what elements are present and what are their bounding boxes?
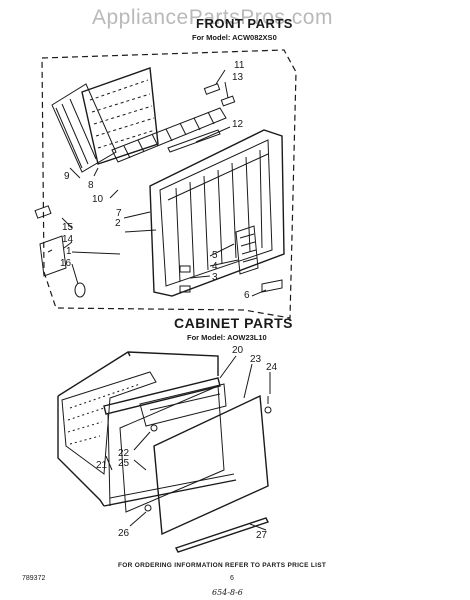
small-bracket: [34, 205, 52, 219]
control-plate: [39, 235, 67, 277]
callout-1: 1: [66, 246, 72, 257]
callout-8: 8: [88, 180, 94, 191]
callout-21: 21: [96, 460, 108, 471]
foam-filter: [81, 67, 159, 165]
callout-2: 2: [115, 218, 121, 229]
screw: [144, 504, 152, 512]
doc-number: 789372: [22, 575, 46, 582]
thermostat-part: [74, 282, 86, 298]
callout-3: 3: [212, 272, 218, 283]
front-parts-model: For Model: ACW082XS0: [192, 33, 277, 42]
callout-11: 11: [234, 60, 245, 71]
clip-part: [203, 83, 221, 95]
nameplate: [261, 279, 283, 293]
air-filter: [51, 83, 117, 173]
front-parts-title: FRONT PARTS: [196, 16, 293, 31]
callout-26: 26: [118, 528, 130, 539]
watermark: AppliancePartsPros.com: [92, 6, 333, 29]
cabinet-shell: [57, 351, 237, 507]
cabinet-side-panel: [153, 394, 269, 536]
control-plate-hatch: [47, 249, 53, 253]
callout-10: 10: [92, 194, 104, 205]
callout-6: 6: [244, 290, 250, 301]
screw: [264, 406, 272, 414]
clip-part: [220, 95, 236, 107]
callout-5: 5: [212, 250, 218, 261]
front-strip: [167, 129, 221, 153]
callout-12: 12: [232, 119, 244, 130]
ordering-note: FOR ORDERING INFORMATION REFER TO PARTS …: [118, 562, 327, 569]
callout-25: 25: [118, 458, 130, 469]
callout-4: 4: [212, 261, 218, 272]
callout-13: 13: [232, 72, 244, 83]
control-panel: [235, 225, 259, 275]
knob: [179, 265, 191, 273]
callout-20: 20: [232, 345, 244, 356]
cabinet-parts-title: CABINET PARTS: [174, 315, 294, 331]
cabinet-rear-outline: [119, 385, 225, 513]
cabinet-parts-model: For Model: AOW23L10: [187, 333, 267, 342]
callout-24: 24: [266, 362, 278, 373]
callout-23: 23: [250, 354, 262, 365]
callout-9: 9: [64, 171, 70, 182]
front-grille: [149, 129, 285, 297]
knob: [179, 285, 191, 293]
callout-7: 7: [116, 208, 122, 219]
front-dashed-outline: [41, 49, 297, 319]
page-number: 6: [230, 575, 234, 582]
trim-strip: [175, 517, 269, 553]
screw: [150, 424, 158, 432]
callout-22: 22: [118, 448, 130, 459]
callout-15: 15: [62, 222, 74, 233]
handwritten-note: 654-8-6: [212, 588, 243, 597]
louver-bar: [111, 107, 227, 163]
callout-14: 14: [62, 234, 74, 245]
callout-27: 27: [256, 530, 268, 541]
callout-16: 16: [60, 258, 72, 269]
